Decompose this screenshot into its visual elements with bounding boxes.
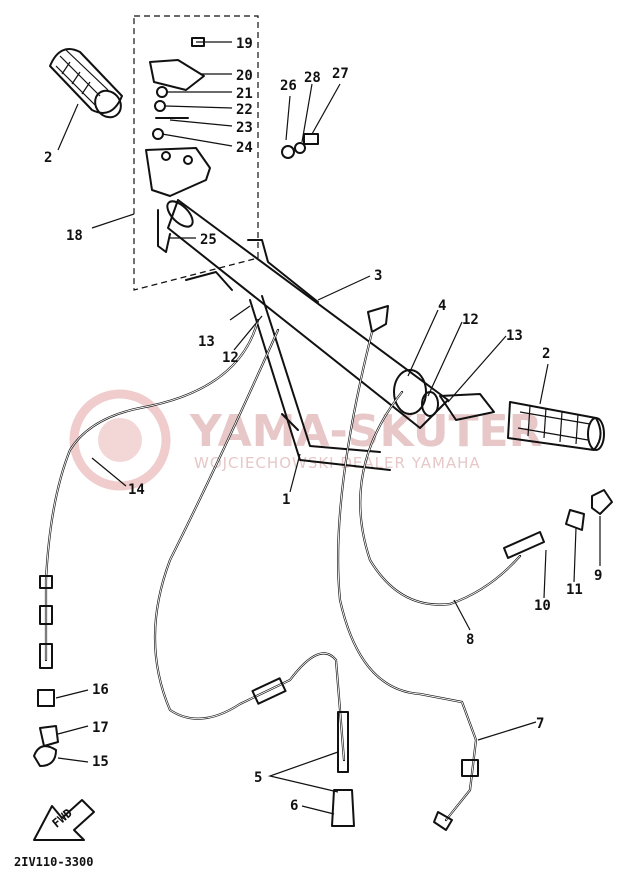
cables [44,318,522,822]
callout-17: 17 [92,720,109,736]
callout-26: 26 [280,78,297,94]
callout-13-right: 13 [506,328,523,344]
callout-9: 9 [594,568,602,584]
callout-28: 28 [304,70,321,86]
right-lever-perch [367,305,495,421]
callout-19: 19 [236,36,253,52]
callout-21: 21 [236,86,253,102]
callout-labels: 19 20 21 22 23 24 18 25 2 26 28 27 3 13 … [44,36,602,814]
callout-8: 8 [466,632,474,648]
callout-2-left: 2 [44,150,52,166]
switch-assembly [145,37,233,291]
callout-7: 7 [536,716,544,732]
callout-3: 3 [374,268,382,284]
right-grip [507,401,605,451]
callout-27: 27 [332,66,349,82]
callout-24: 24 [236,140,253,156]
callout-2-right: 2 [542,346,550,362]
callout-4: 4 [438,298,446,314]
callout-11: 11 [566,582,583,598]
callout-16: 16 [92,682,109,698]
watermark-tagline: WOJCIECHOWSKI DEALER YAMAHA [194,454,481,472]
callout-12-left: 12 [222,350,239,366]
watermark-logo [69,389,171,491]
leader-lines [55,41,601,815]
callout-12-right: 12 [462,312,479,328]
callout-18: 18 [66,228,83,244]
left-grip [49,48,123,119]
switch-group-box [133,15,259,291]
callout-22: 22 [236,102,253,118]
callout-23: 23 [236,120,253,136]
callout-6: 6 [290,798,298,814]
callout-25: 25 [200,232,217,248]
cable-end-parts [33,489,613,831]
part-code: 2IV110-3300 [14,855,93,869]
callout-13-left: 13 [198,334,215,350]
callout-15: 15 [92,754,109,770]
throttle-stop-parts [247,133,319,303]
fwd-arrow-icon: FWD [33,799,95,841]
callout-20: 20 [236,68,253,84]
callout-10: 10 [534,598,551,614]
callout-1: 1 [282,492,290,508]
callout-14: 14 [128,482,145,498]
callout-5: 5 [254,770,262,786]
